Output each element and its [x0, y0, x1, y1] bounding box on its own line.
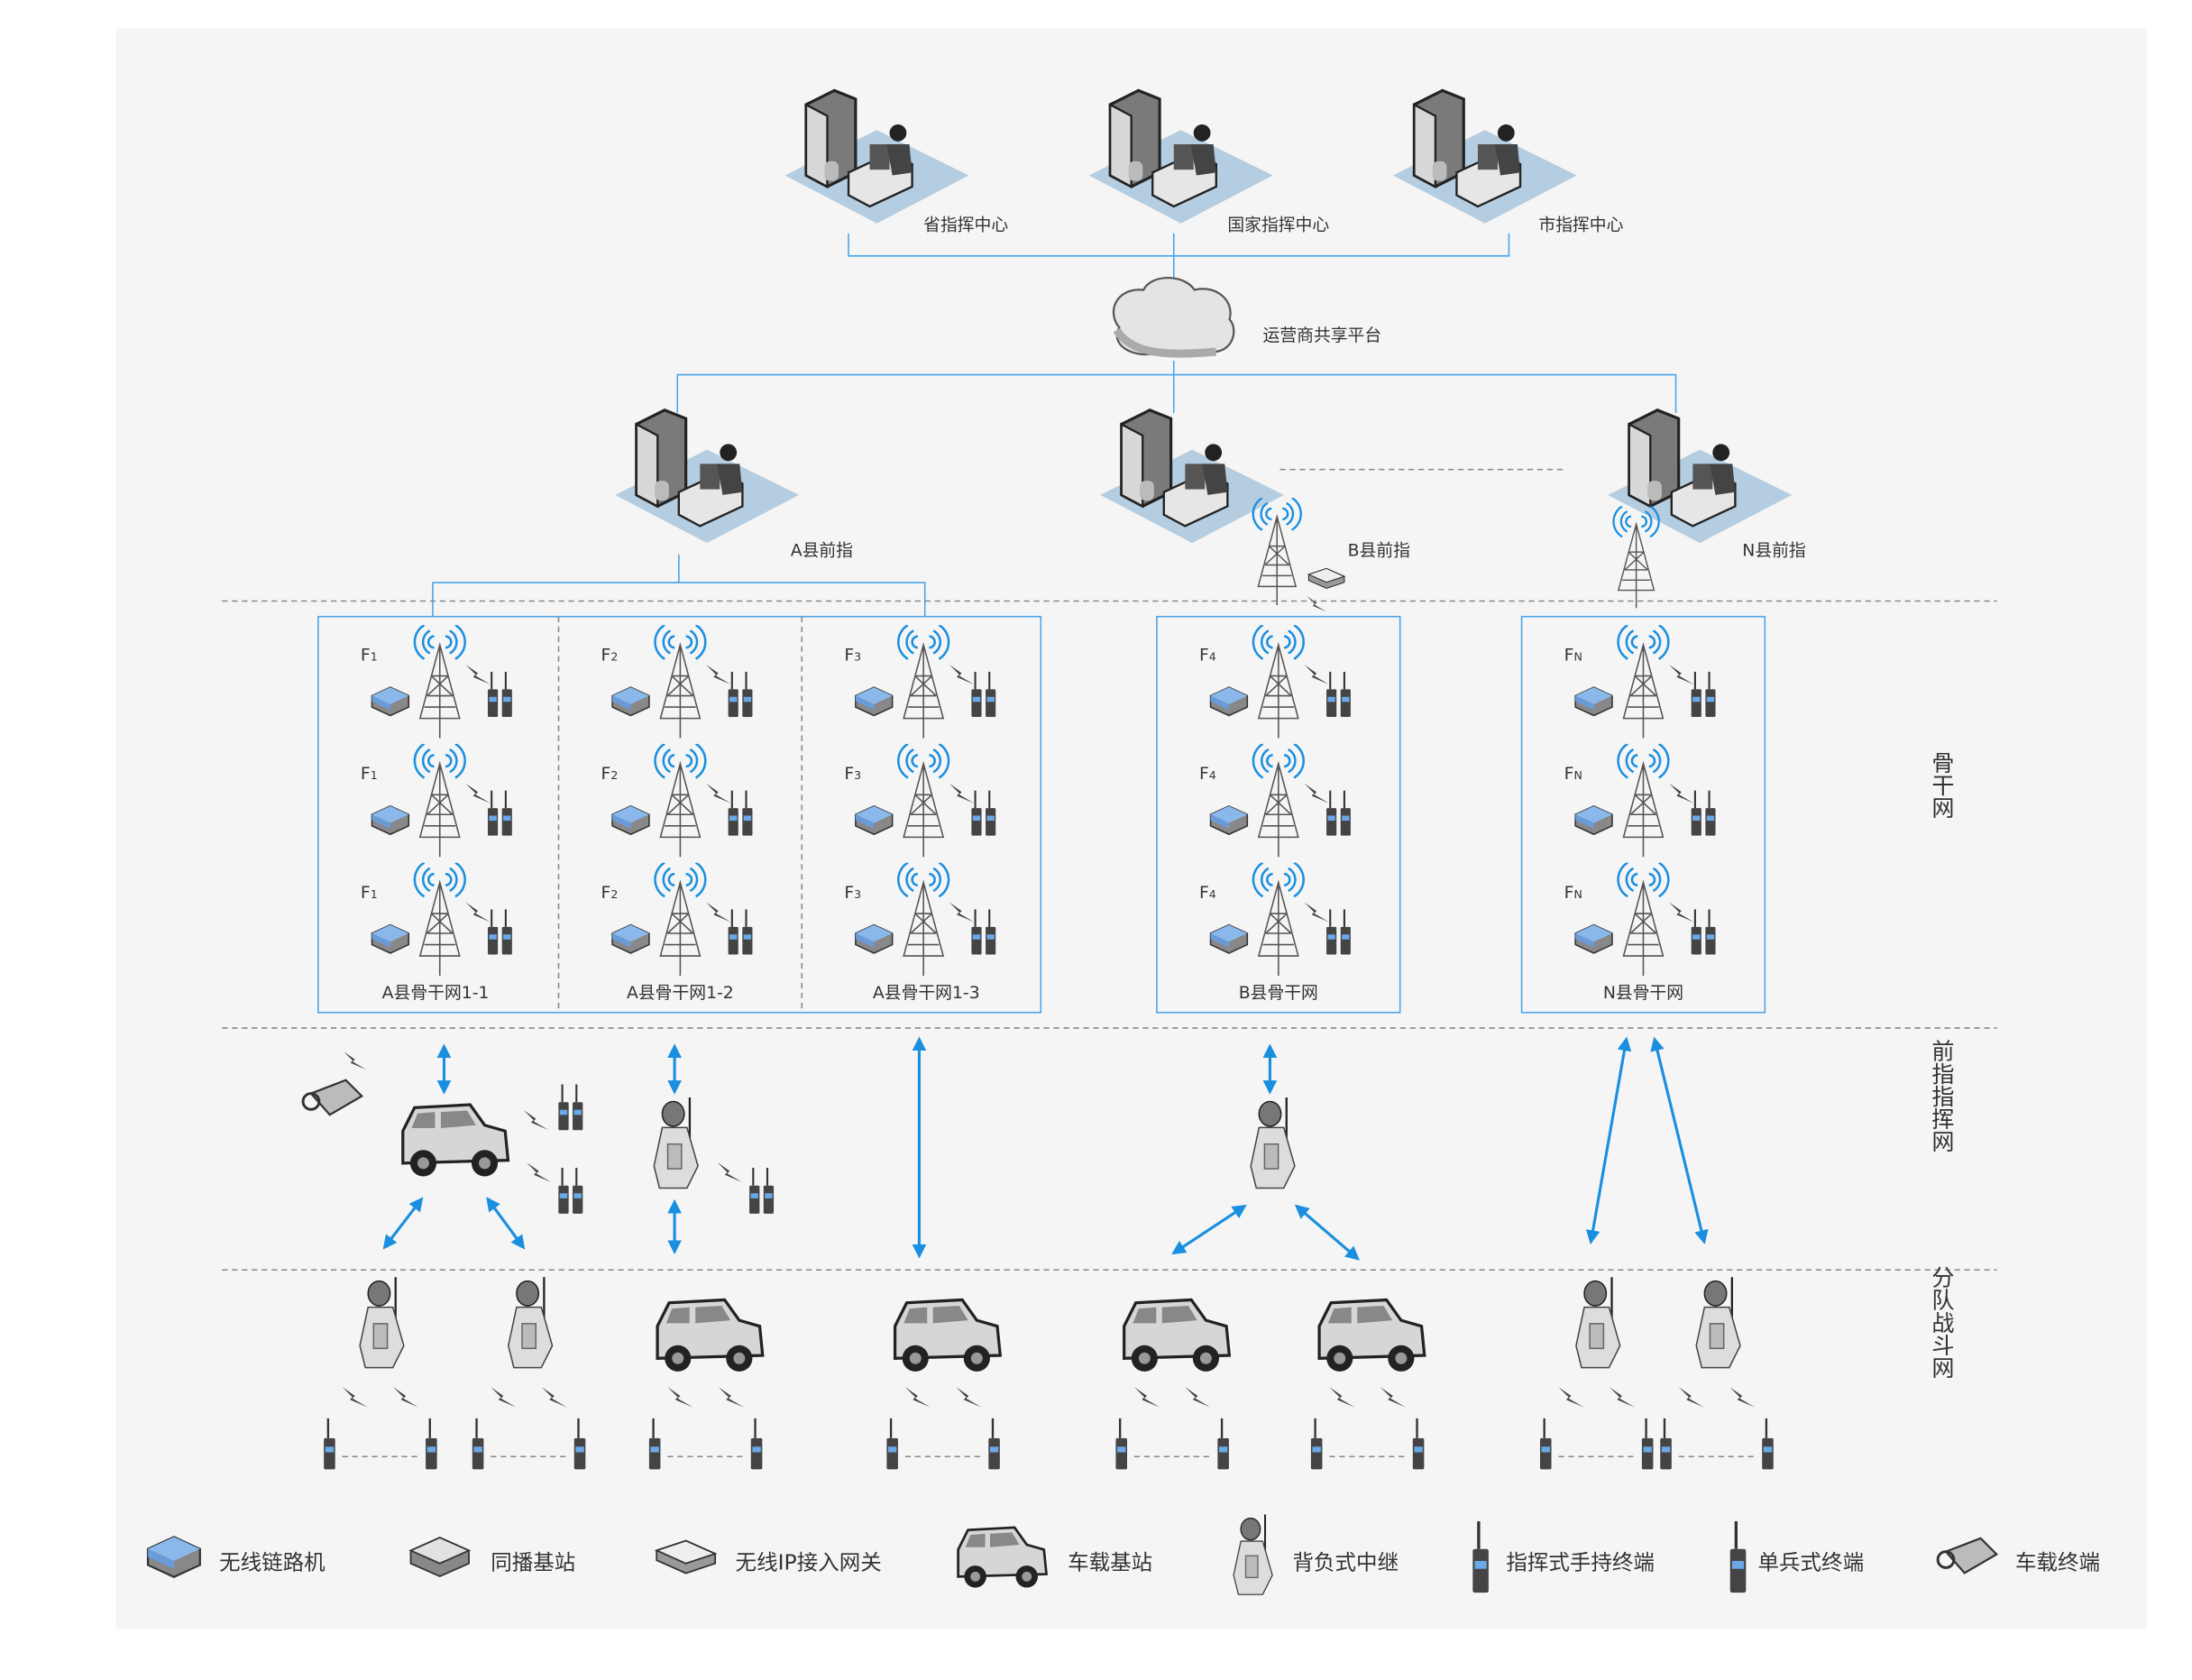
frequency-label: F1 — [361, 765, 378, 784]
legend-item: 背负式中继 — [1233, 1514, 1399, 1596]
backbone-box-label: A县骨干网1-3 — [873, 984, 980, 1003]
center-label-city: 市指挥中心 — [1538, 216, 1623, 235]
county-a-backbone-box — [317, 615, 1042, 1014]
frequency-label: FN — [1564, 884, 1582, 903]
link-arrow — [1650, 1036, 1709, 1244]
frequency-label: F3 — [844, 646, 861, 665]
frequency-label: F4 — [1199, 765, 1216, 784]
county-a-connector-lines — [432, 554, 926, 617]
frequency-label: F3 — [844, 765, 861, 784]
link-arrow — [382, 1197, 424, 1250]
backbone-box-label: A县骨干网1-1 — [382, 984, 490, 1003]
backbone-box-label: B县骨干网 — [1239, 984, 1318, 1003]
legend-label: 车载基站 — [1068, 1550, 1152, 1575]
frequency-label: F4 — [1199, 884, 1216, 903]
legend: 无线链路机 同播基站 无线IP接入网关 车载基站 背负式中继 指挥式手持终端 单兵式终端 车载… — [146, 1514, 2100, 1596]
legend-item: 无线链路机 — [146, 1536, 326, 1578]
link-arrow — [1171, 1204, 1247, 1255]
frequency-label: FN — [1564, 646, 1582, 665]
link-arrow — [1294, 1204, 1361, 1261]
legend-item: 车载终端 — [1936, 1537, 2100, 1575]
frequency-label: F2 — [601, 884, 619, 903]
layer-labels: 骨干网 前指指挥网 分队战斗网 — [1929, 751, 1955, 1379]
cloud-connector-lines — [676, 360, 1677, 413]
layer-label-command: 前指指挥网 — [1929, 1040, 1955, 1152]
legend-label: 单兵式终端 — [1758, 1550, 1865, 1575]
county-n-backbone-box — [1520, 615, 1766, 1014]
legend-label: 车载终端 — [2015, 1550, 2100, 1575]
backbone-box-label: N县骨干网 — [1603, 984, 1683, 1003]
county-a-label: A县前指 — [791, 540, 853, 560]
layer-label-squad: 分队战斗网 — [1929, 1266, 1955, 1379]
frequency-label: F1 — [361, 646, 378, 665]
county-n-label: N县前指 — [1742, 540, 1805, 560]
center-label-province: 省指挥中心 — [923, 216, 1008, 235]
legend-label: 无线链路机 — [219, 1550, 326, 1575]
cloud-label: 运营商共享平台 — [1263, 326, 1382, 345]
backbone-box-label: A县骨干网1-2 — [627, 984, 734, 1003]
center-label-national: 国家指挥中心 — [1227, 216, 1329, 235]
legend-item: 指挥式手持终端 — [1471, 1519, 1655, 1595]
frequency-label: F1 — [361, 884, 378, 903]
county-b-label: B县前指 — [1348, 540, 1410, 560]
legend-item: 单兵式终端 — [1728, 1519, 1865, 1595]
legend-item: 无线IP接入网关 — [656, 1539, 882, 1575]
frequency-label: F2 — [601, 646, 619, 665]
legend-label: 无线IP接入网关 — [736, 1550, 882, 1575]
legend-label: 背负式中继 — [1293, 1550, 1399, 1575]
legend-item: 同播基站 — [409, 1537, 575, 1577]
link-arrow — [486, 1197, 526, 1250]
background-panel — [115, 28, 2147, 1630]
frequency-label: F4 — [1199, 646, 1216, 665]
legend-item: 车载基站 — [957, 1526, 1152, 1589]
frequency-label: F3 — [844, 884, 861, 903]
legend-label: 同播基站 — [491, 1550, 575, 1575]
link-arrow — [1585, 1036, 1632, 1244]
layer-label-backbone: 骨干网 — [1929, 751, 1955, 819]
top-centers: 省指挥中心 国家指挥中心 市指挥中心 — [784, 88, 1624, 235]
backbone-boxes — [317, 615, 1766, 1014]
top-connector-lines — [848, 233, 1510, 279]
legend-label: 指挥式手持终端 — [1506, 1550, 1655, 1575]
frequency-label: FN — [1564, 765, 1582, 784]
county-b-backbone-box — [1156, 615, 1401, 1014]
frequency-label: F2 — [601, 765, 619, 784]
